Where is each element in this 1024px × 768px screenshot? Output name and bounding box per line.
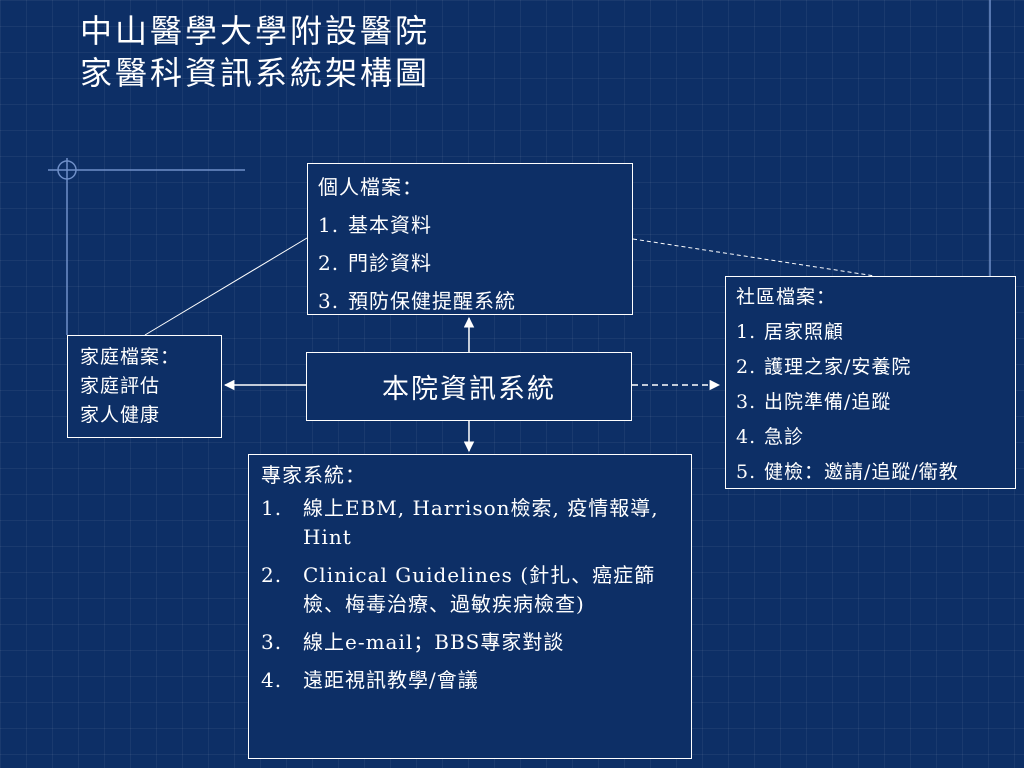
item-text: 線上e-mail；BBS專家對談 bbox=[303, 630, 565, 654]
item-number: 4. bbox=[736, 426, 757, 448]
family-record-title: 家庭檔案： bbox=[80, 346, 181, 368]
connector-personal-community bbox=[632, 238, 876, 277]
title-line-2: 家醫科資訊系統架構圖 bbox=[80, 54, 431, 92]
item-number: 1. bbox=[736, 321, 757, 343]
frame-circle bbox=[57, 160, 77, 180]
item-text: Clinical Guidelines (針扎、癌症篩檢、梅毒治療、過敏疾病檢查… bbox=[303, 563, 656, 616]
family-record-box: 家庭檔案： 家庭評估 家人健康 bbox=[67, 335, 222, 438]
page-title: 中山醫學大學附設醫院 家醫科資訊系統架構圖 bbox=[80, 10, 430, 94]
item-number: 3. bbox=[318, 289, 340, 313]
personal-record-title: 個人檔案： bbox=[318, 175, 423, 199]
item-number: 3. bbox=[736, 391, 757, 413]
item-text: 門診資料 bbox=[348, 251, 432, 275]
list-item: 2. 門診資料 bbox=[318, 244, 622, 282]
item-number: 1. bbox=[318, 213, 340, 237]
list-item: 2. Clinical Guidelines (針扎、癌症篩檢、梅毒治療、過敏疾… bbox=[261, 561, 679, 619]
community-record-box: 社區檔案： 1. 居家照顧 2. 護理之家/安養院 3. 出院準備/追蹤 4. … bbox=[725, 276, 1016, 489]
list-item: 4. 遠距視訊教學/會議 bbox=[261, 666, 679, 695]
item-number: 2. bbox=[261, 563, 283, 587]
list-item: 1. 基本資料 bbox=[318, 206, 622, 244]
list-item: 4. 急診 bbox=[736, 420, 1005, 455]
community-record-title: 社區檔案： bbox=[736, 286, 837, 308]
family-record-line: 家庭評估 bbox=[80, 375, 161, 397]
item-text: 出院準備/追蹤 bbox=[764, 391, 892, 413]
personal-record-list: 1. 基本資料 2. 門診資料 3. 預防保健提醒系統 bbox=[318, 206, 622, 320]
expert-system-title: 專家系統： bbox=[261, 463, 366, 487]
item-text: 基本資料 bbox=[348, 213, 432, 237]
family-record-line: 家人健康 bbox=[80, 404, 161, 426]
hospital-system-box: 本院資訊系統 bbox=[306, 352, 632, 421]
item-number: 2. bbox=[318, 251, 340, 275]
list-item: 1. 線上EBM, Harrison檢索, 疫情報導, Hint bbox=[261, 494, 679, 552]
item-text: 護理之家/安養院 bbox=[764, 356, 912, 378]
item-text: 預防保健提醒系統 bbox=[348, 289, 516, 313]
title-line-1: 中山醫學大學附設醫院 bbox=[80, 12, 431, 50]
hospital-system-label: 本院資訊系統 bbox=[382, 374, 556, 405]
item-number: 2. bbox=[736, 356, 757, 378]
list-item: 1. 居家照顧 bbox=[736, 315, 1005, 350]
list-item: 3. 出院準備/追蹤 bbox=[736, 385, 1005, 420]
community-record-list: 1. 居家照顧 2. 護理之家/安養院 3. 出院準備/追蹤 4. 急診 5. … bbox=[736, 315, 1005, 490]
list-item: 3. 線上e-mail；BBS專家對談 bbox=[261, 628, 679, 657]
connector-family-personal bbox=[144, 237, 308, 336]
item-number: 4. bbox=[261, 668, 283, 692]
list-item: 5. 健檢：邀請/追蹤/衛教 bbox=[736, 455, 1005, 490]
item-number: 3. bbox=[261, 630, 283, 654]
expert-system-list: 1. 線上EBM, Harrison檢索, 疫情報導, Hint 2. Clin… bbox=[261, 494, 679, 695]
item-number: 1. bbox=[261, 496, 283, 520]
expert-system-box: 專家系統： 1. 線上EBM, Harrison檢索, 疫情報導, Hint 2… bbox=[248, 454, 692, 759]
list-item: 3. 預防保健提醒系統 bbox=[318, 282, 622, 320]
item-text: 遠距視訊教學/會議 bbox=[303, 668, 479, 692]
list-item: 2. 護理之家/安養院 bbox=[736, 350, 1005, 385]
item-text: 居家照顧 bbox=[764, 321, 845, 343]
item-number: 5. bbox=[736, 461, 757, 483]
item-text: 線上EBM, Harrison檢索, 疫情報導, Hint bbox=[303, 496, 659, 549]
item-text: 健檢：邀請/追蹤/衛教 bbox=[764, 461, 959, 483]
item-text: 急診 bbox=[764, 426, 805, 448]
personal-record-box: 個人檔案： 1. 基本資料 2. 門診資料 3. 預防保健提醒系統 bbox=[307, 163, 633, 315]
